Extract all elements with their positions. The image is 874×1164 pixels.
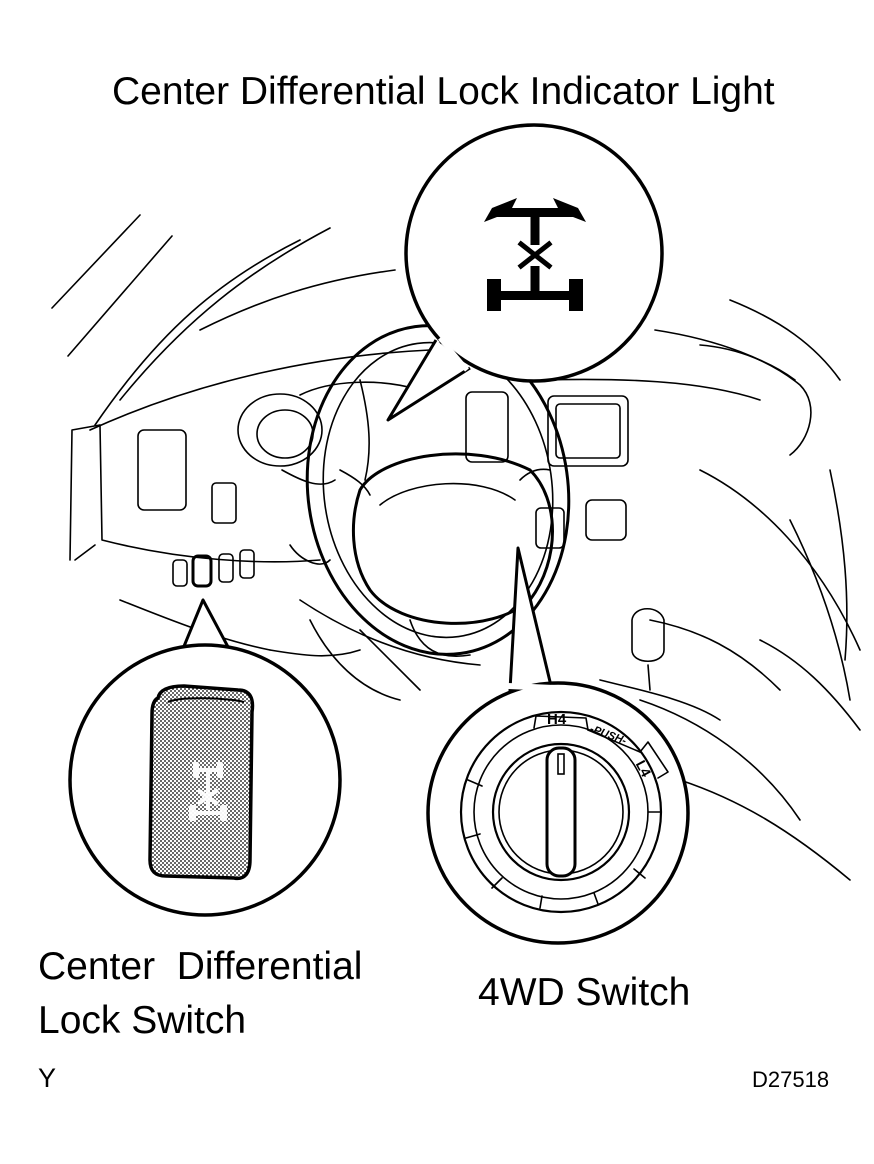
knob-h4-label: H4 bbox=[547, 711, 567, 728]
4wd-transfer-knob-icon bbox=[459, 710, 669, 914]
steering-wheel bbox=[305, 324, 571, 657]
center-diff-lock-switch-icon bbox=[148, 684, 255, 881]
center-diff-lock-indicator-icon bbox=[484, 198, 586, 311]
indicator-light-label: Center Differential Lock Indicator Light bbox=[112, 70, 775, 113]
diagram-code: D27518 bbox=[752, 1067, 830, 1092]
center-diff-lock-switch-label: Center Differential Lock Switch bbox=[38, 945, 363, 1042]
4wd-switch-label: 4WD Switch bbox=[478, 971, 691, 1014]
indicator-light-callout bbox=[386, 123, 664, 422]
dashboard-drawing bbox=[51, 214, 861, 881]
corner-letter: Y bbox=[38, 1063, 57, 1093]
